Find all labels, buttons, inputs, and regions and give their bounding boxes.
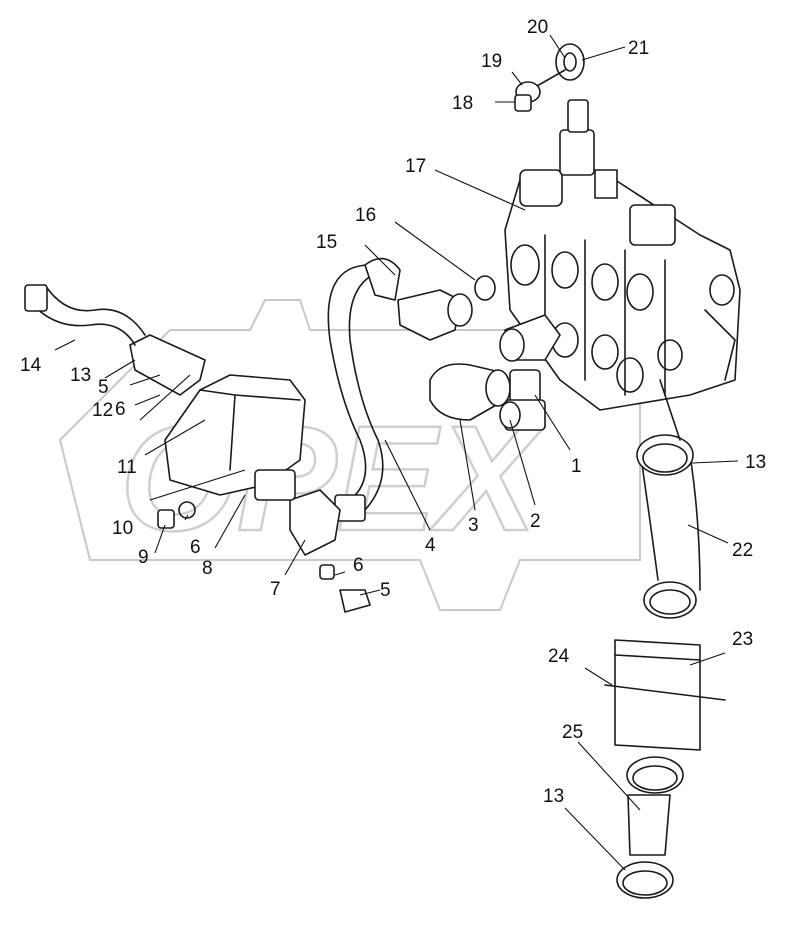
callout-2: 2 <box>530 511 541 532</box>
callout-5-lower: 5 <box>380 580 391 601</box>
control-valve <box>504 99 741 411</box>
hose-assembly <box>327 257 496 522</box>
callout-19: 19 <box>481 51 502 72</box>
callout-8: 8 <box>202 558 213 579</box>
callout-14: 14 <box>20 355 42 376</box>
callout-6-lower: 6 <box>353 555 364 576</box>
callout-25: 25 <box>562 722 583 743</box>
callout-23: 23 <box>732 629 753 650</box>
callout-15: 15 <box>316 232 337 253</box>
callout-18: 18 <box>452 93 473 114</box>
callout-13-bottom: 13 <box>543 786 564 807</box>
callout-6-upper: 6 <box>115 399 126 420</box>
callout-20: 20 <box>527 17 548 38</box>
fitting-assembly <box>429 314 561 431</box>
callout-labels: 1 2 3 4 5 5 6 6 6 7 8 9 10 11 12 13 13 1… <box>20 17 766 807</box>
callout-5-upper: 5 <box>98 377 109 398</box>
pump-assembly <box>129 334 341 556</box>
callout-11: 11 <box>117 457 137 478</box>
suction-hose <box>24 284 146 346</box>
callout-13-right: 13 <box>745 452 766 473</box>
return-line-assembly <box>604 379 726 899</box>
callout-7: 7 <box>270 579 281 600</box>
callout-9: 9 <box>138 547 149 568</box>
bottom-fitting <box>319 564 371 613</box>
callout-13-left: 13 <box>70 365 91 386</box>
callout-22: 22 <box>732 540 753 561</box>
callout-21: 21 <box>628 38 649 59</box>
callout-17: 17 <box>405 156 426 177</box>
callout-10: 10 <box>112 518 133 539</box>
callout-24: 24 <box>548 646 570 667</box>
callout-12: 12 <box>92 400 113 421</box>
callout-16: 16 <box>355 205 376 226</box>
callout-4: 4 <box>425 535 436 556</box>
top-hardware <box>514 43 585 112</box>
callout-3: 3 <box>468 515 479 536</box>
callout-6-middle: 6 <box>190 537 201 558</box>
callout-1: 1 <box>571 456 582 477</box>
leader-lines <box>54 34 739 871</box>
